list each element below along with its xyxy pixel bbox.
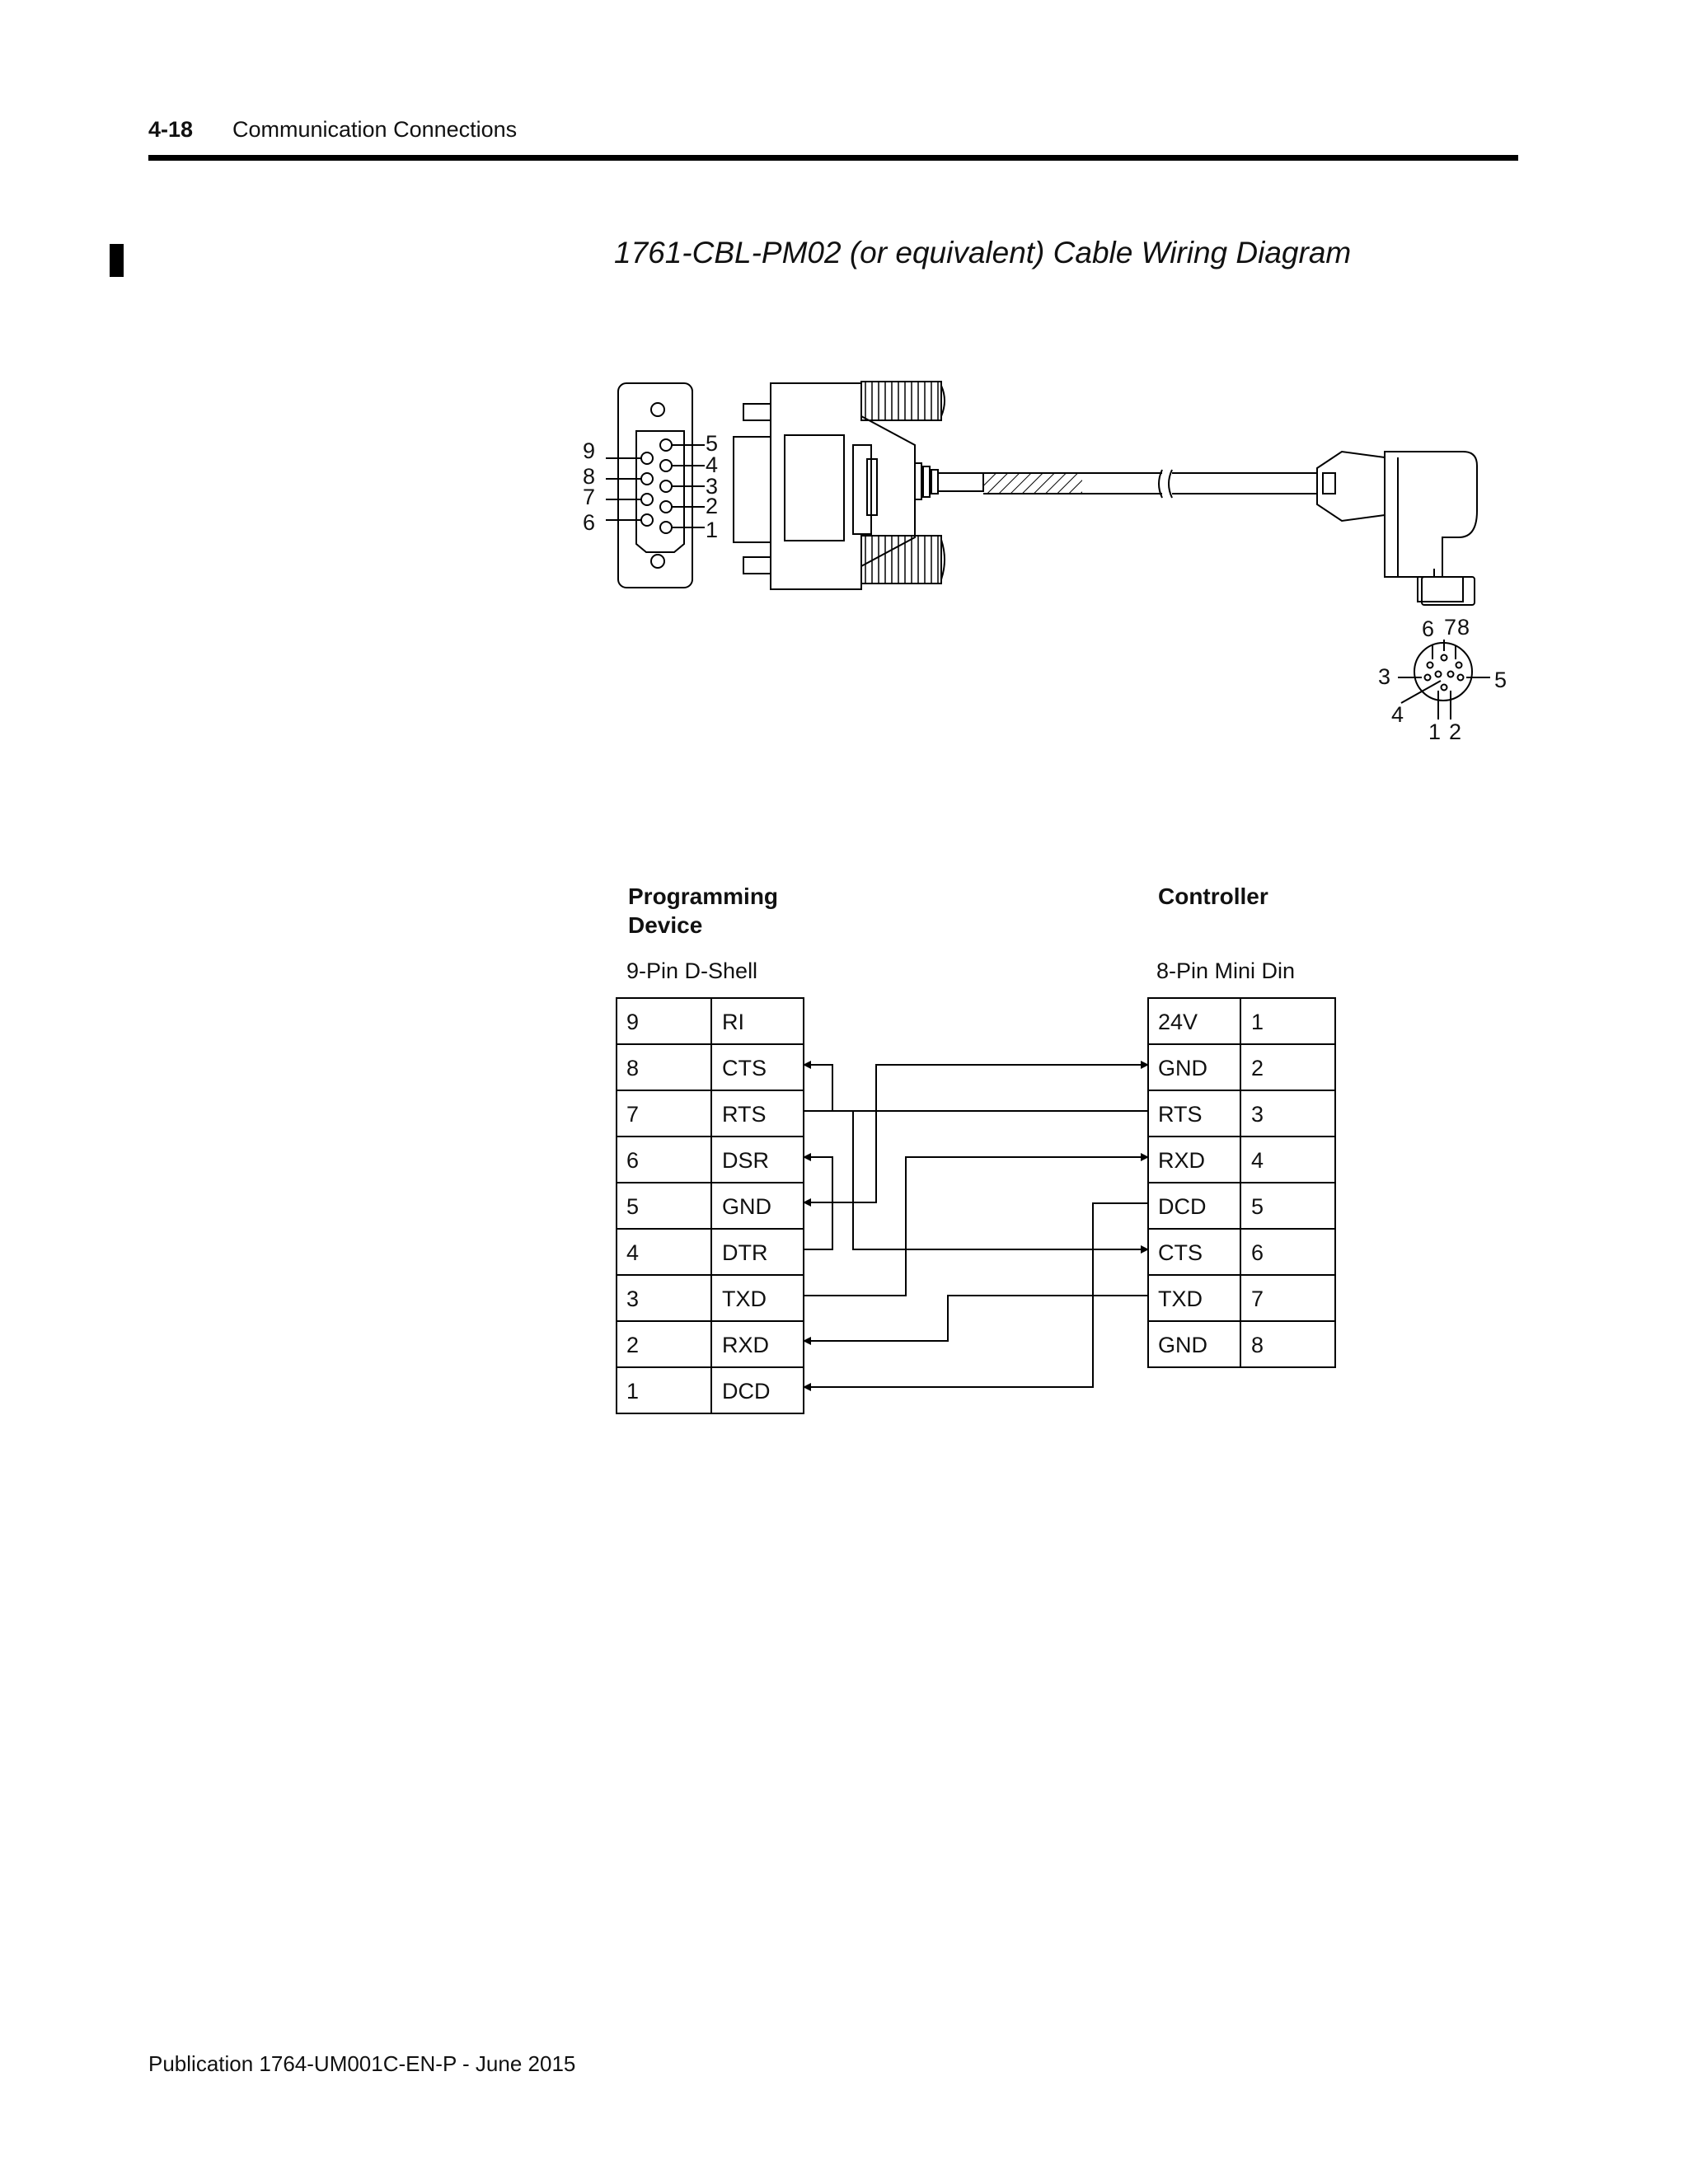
- pin-label: 6: [583, 510, 595, 535]
- pin-label: 7: [1444, 615, 1456, 640]
- left-heading-line1: Programming: [628, 883, 778, 909]
- dshell-pin-cell: 1: [626, 1379, 639, 1404]
- pin-label: 1: [1428, 719, 1441, 744]
- table-row: [1147, 1320, 1336, 1368]
- dshell-pin-cell: 3: [626, 1286, 639, 1311]
- table-row: [616, 1182, 804, 1230]
- minidin-signal-cell: GND: [1158, 1333, 1207, 1357]
- minidin-pin-cell: 8: [1251, 1333, 1264, 1357]
- wire-rts-to-cts: [804, 1110, 1149, 1254]
- footer-publication: Publication 1764-UM001C-EN-P - June 2015: [148, 2051, 576, 2076]
- dshell-pin: [640, 513, 654, 527]
- figure-title: 1761-CBL-PM02 (or equivalent) Cable Wiri…: [614, 236, 1352, 269]
- dshell-signal-cell: RI: [722, 1010, 744, 1034]
- wire-dcd-dcd: [803, 1202, 1148, 1391]
- wire-connections: [803, 1061, 1149, 1391]
- pin-label: 3: [1378, 664, 1390, 689]
- pin-label: 8: [583, 464, 595, 489]
- pin-label: 4: [706, 452, 718, 477]
- dshell-signal-cell: RXD: [722, 1333, 769, 1357]
- left-heading-line2: Device: [628, 912, 702, 938]
- cable: [983, 469, 1317, 499]
- pin-label: 4: [1391, 702, 1404, 727]
- wire-txd-to-rxd: [804, 1153, 1149, 1296]
- table-row: [616, 1136, 804, 1183]
- wire-rts-cts: [803, 1061, 1148, 1112]
- pin-label: 5: [706, 431, 718, 456]
- minidin-pin-cell: 5: [1251, 1194, 1264, 1219]
- dshell-signal-cell: GND: [722, 1194, 771, 1219]
- table-row: [616, 997, 804, 1045]
- dshell-pin: [659, 459, 673, 472]
- pin-label: 1: [706, 518, 718, 542]
- table-row: [616, 1274, 804, 1322]
- pin-label: 7: [583, 485, 595, 509]
- dshell-signal-cell: DSR: [722, 1148, 769, 1173]
- dshell-signal-cell: DCD: [722, 1379, 771, 1404]
- minidin-pin-cell: 3: [1251, 1102, 1264, 1127]
- dshell-pin-cell: 7: [626, 1102, 639, 1127]
- dshell-signal-cell: DTR: [722, 1240, 768, 1265]
- pin-label: 9: [583, 438, 595, 463]
- pin-label: 5: [1494, 668, 1507, 692]
- minidin-pin-cell: 6: [1251, 1240, 1264, 1265]
- pin-label: 2: [1449, 719, 1461, 744]
- pin-label: 8: [1457, 615, 1470, 640]
- dshell-pin-cell: 8: [626, 1056, 639, 1080]
- dshell-pin-cell: 6: [626, 1148, 639, 1173]
- right-heading: Controller: [1158, 883, 1268, 909]
- minidin-signal-cell: RXD: [1158, 1148, 1205, 1173]
- header-rule: [148, 155, 1518, 161]
- section-title: Communication Connections: [232, 117, 518, 142]
- right-subheading: 8-Pin Mini Din: [1156, 958, 1295, 983]
- minidin-signal-cell: CTS: [1158, 1240, 1203, 1265]
- minidin-pin-face: [1398, 640, 1490, 719]
- table-row: [616, 1228, 804, 1276]
- page-number: 4-18: [148, 117, 194, 142]
- minidin-signal-cell: TXD: [1158, 1286, 1203, 1311]
- wire-gnd-gnd: [803, 1061, 1149, 1207]
- dshell-signal-cell: TXD: [722, 1286, 767, 1311]
- dshell-pin: [659, 521, 673, 534]
- table-row: [616, 1090, 804, 1137]
- pin-label: 6: [1422, 616, 1434, 641]
- dshell-pin: [640, 472, 654, 485]
- minidin-pin-cell: 2: [1251, 1056, 1264, 1080]
- dshell-backshell: [733, 381, 984, 590]
- change-bar: [110, 244, 124, 277]
- wire-txd-to-rxd-return: [803, 1295, 1148, 1345]
- dshell-pin: [640, 493, 654, 506]
- minidin-pin-labels: 6 7 8 3 5 4 1 2: [1378, 615, 1507, 744]
- dshell-pin-table: 9 RI 8 CTS 7 RTS 6 DSR 5 GND 4 DTR 3 TXD 2 RXD 1 DCD: [616, 997, 804, 1414]
- dshell-pin-cell: 2: [626, 1333, 639, 1357]
- dshell-pin-labels: 9 8 7 6 5 4 3 2 1: [583, 431, 718, 542]
- left-subheading: 9-Pin D-Shell: [626, 958, 757, 983]
- minidin-signal-cell: GND: [1158, 1056, 1207, 1080]
- dshell-pin: [659, 500, 673, 513]
- dshell-signal-cell: RTS: [722, 1102, 767, 1127]
- dshell-pin: [659, 480, 673, 493]
- pin-label: 2: [706, 494, 718, 518]
- cable-illustration: [606, 381, 1490, 719]
- table-row: [616, 1320, 804, 1368]
- minidin-signal-cell: RTS: [1158, 1102, 1203, 1127]
- minidin-signal-cell: DCD: [1158, 1194, 1207, 1219]
- minidin-pin-cell: 4: [1251, 1148, 1264, 1173]
- dshell-pin-cell: 9: [626, 1010, 639, 1034]
- dshell-signal-cell: CTS: [722, 1056, 767, 1080]
- minidin-pin-cell: 7: [1251, 1286, 1264, 1311]
- dshell-connector-face: [606, 382, 705, 588]
- minidin-pin-cell: 1: [1251, 1010, 1264, 1034]
- dshell-pin: [640, 452, 654, 465]
- table-row: [616, 1043, 804, 1091]
- dshell-pin-cell: 4: [626, 1240, 639, 1265]
- minidin-connector: [1316, 450, 1478, 606]
- dshell-pin: [659, 438, 673, 452]
- table-row: [616, 1366, 804, 1414]
- minidin-signal-cell: 24V: [1158, 1010, 1198, 1034]
- dshell-pin-cell: 5: [626, 1194, 639, 1219]
- pin-label: 3: [706, 474, 718, 499]
